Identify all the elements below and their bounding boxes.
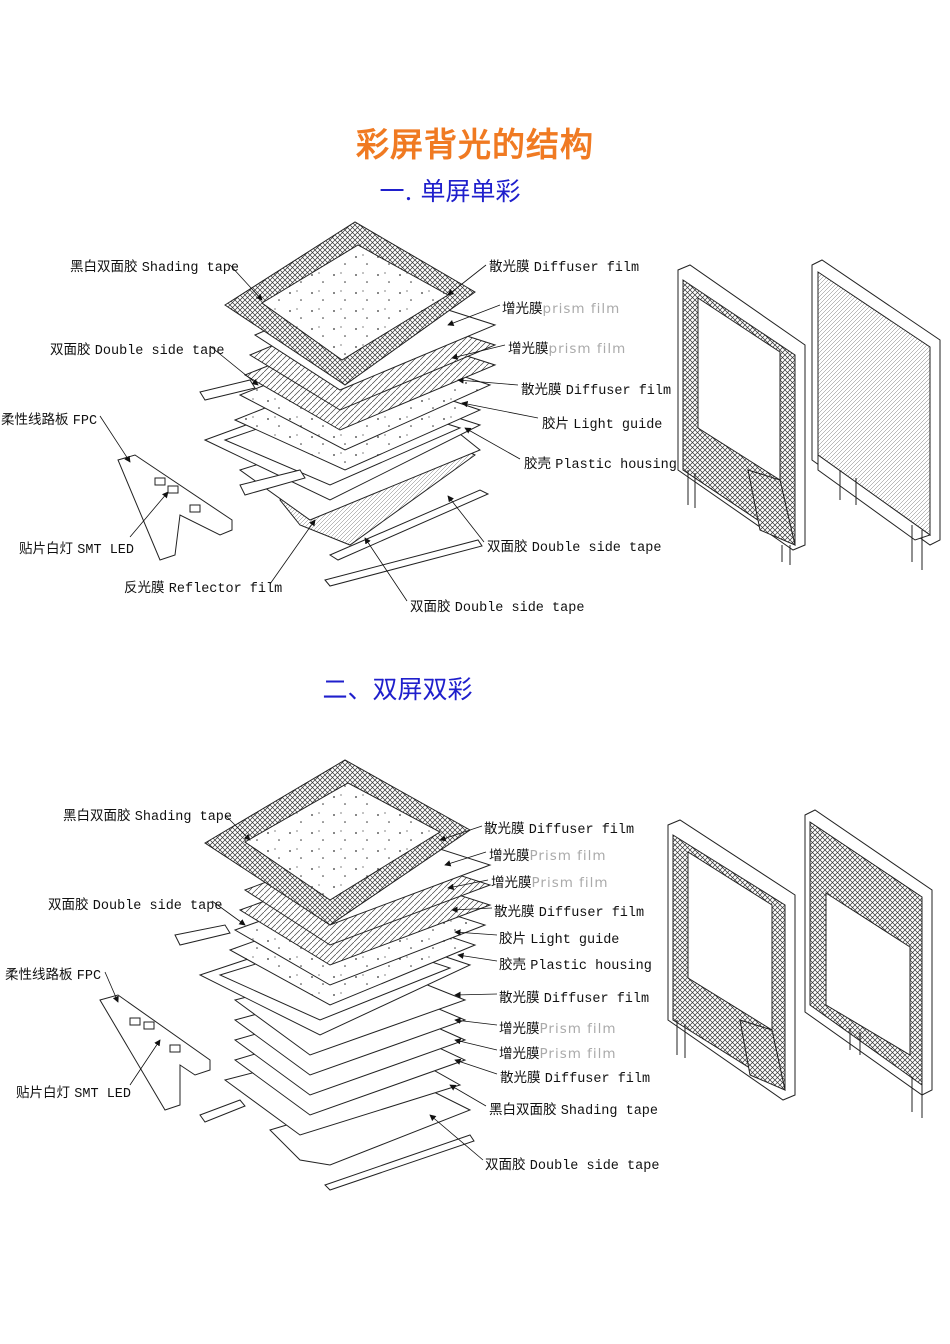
section2-leaders — [104, 814, 498, 1161]
s2-label-diffuser-film-2: 散光膜 Diffuser film — [494, 904, 645, 921]
s2-label-shading-tape-top: 黑白双面胶 Shading tape — [63, 808, 233, 825]
smt-led-1 — [154, 477, 166, 486]
s1-label-plastic-housing: 胶壳 Plastic housing — [524, 456, 677, 473]
s2-label-light-guide: 胶片 Light guide — [499, 931, 620, 948]
s2-label-diffuser-film-top: 散光膜 Diffuser film — [484, 821, 635, 838]
s2-smt-led-2 — [143, 1021, 155, 1030]
s2-shading-tape-window — [244, 782, 442, 901]
bottom-tail-strip — [324, 539, 483, 587]
s2-label-smt-led: 贴片白灯 SMT LED — [16, 1085, 132, 1102]
s2-fpc-strip — [99, 994, 211, 1111]
s2-label-prism-film-b2: 增光膜Prism film — [499, 1046, 617, 1062]
section2-exploded-view — [99, 759, 492, 1191]
page-title: 彩屏背光的结构 — [356, 125, 594, 164]
s1-label-fpc: 柔性线路板 FPC — [1, 412, 98, 429]
s1-label-shading-tape: 黑白双面胶 Shading tape — [70, 259, 240, 276]
s2-smt-led-1 — [129, 1017, 141, 1026]
s1-label-reflector-film: 反光膜 Reflector film — [124, 580, 283, 597]
s2-label-fpc: 柔性线路板 FPC — [5, 967, 102, 984]
s2-fpc-tail — [174, 924, 231, 946]
s1-label-diffuser-film-lower: 散光膜 Diffuser film — [521, 382, 672, 399]
s1-label-double-side-tape-top: 双面胶 Double side tape — [50, 342, 225, 359]
s2-bottom-tape-strip — [324, 1134, 475, 1191]
s2-label-double-side-tape-bottom: 双面胶 Double side tape — [485, 1157, 660, 1174]
fpc-tail — [199, 379, 256, 401]
section2-assembled-front — [667, 819, 796, 1101]
smt-led-2 — [167, 485, 179, 494]
section2-heading: 二、双屏双彩 — [322, 675, 473, 704]
s2-label-diffuser-film-b1: 散光膜 Diffuser film — [499, 990, 650, 1007]
section1-assembled-back — [811, 259, 941, 570]
s2-label-diffuser-film-b2: 散光膜 Diffuser film — [500, 1070, 651, 1087]
s2-label-prism-film-1: 增光膜Prism film — [489, 848, 607, 864]
fpc-strip — [117, 454, 233, 561]
s2-label-double-side-tape-top: 双面胶 Double side tape — [48, 897, 223, 914]
s1-label-smt-led: 贴片白灯 SMT LED — [19, 541, 135, 558]
section1-assembled-front — [677, 264, 806, 565]
fpc-flex — [239, 469, 306, 496]
s1-label-double-side-tape-right: 双面胶 Double side tape — [487, 539, 662, 556]
s2-label-prism-film-2: 增光膜Prism film — [491, 875, 609, 891]
s1-label-diffuser-film-top: 散光膜 Diffuser film — [489, 259, 640, 276]
s1-label-double-side-tape-bottom: 双面胶 Double side tape — [410, 599, 585, 616]
s2-label-plastic-housing: 胶壳 Plastic housing — [499, 957, 652, 974]
s2-smt-led-3 — [169, 1044, 181, 1053]
s2-flex-tail — [199, 1099, 246, 1123]
section2-assembled-back — [804, 809, 933, 1118]
smt-led-3 — [189, 504, 201, 513]
s1-label-light-guide: 胶片 Light guide — [542, 416, 663, 433]
section1-heading: 一. 单屏单彩 — [379, 177, 521, 206]
section1-exploded-view — [117, 221, 497, 587]
section1-leaders — [99, 264, 539, 602]
s2-label-shading-tape-bottom: 黑白双面胶 Shading tape — [489, 1102, 659, 1119]
s2-label-prism-film-b1: 增光膜Prism film — [499, 1021, 617, 1037]
s1-label-prism-film-1: 增光膜prism film — [502, 301, 621, 317]
s1-label-prism-film-2: 增光膜prism film — [508, 341, 627, 357]
